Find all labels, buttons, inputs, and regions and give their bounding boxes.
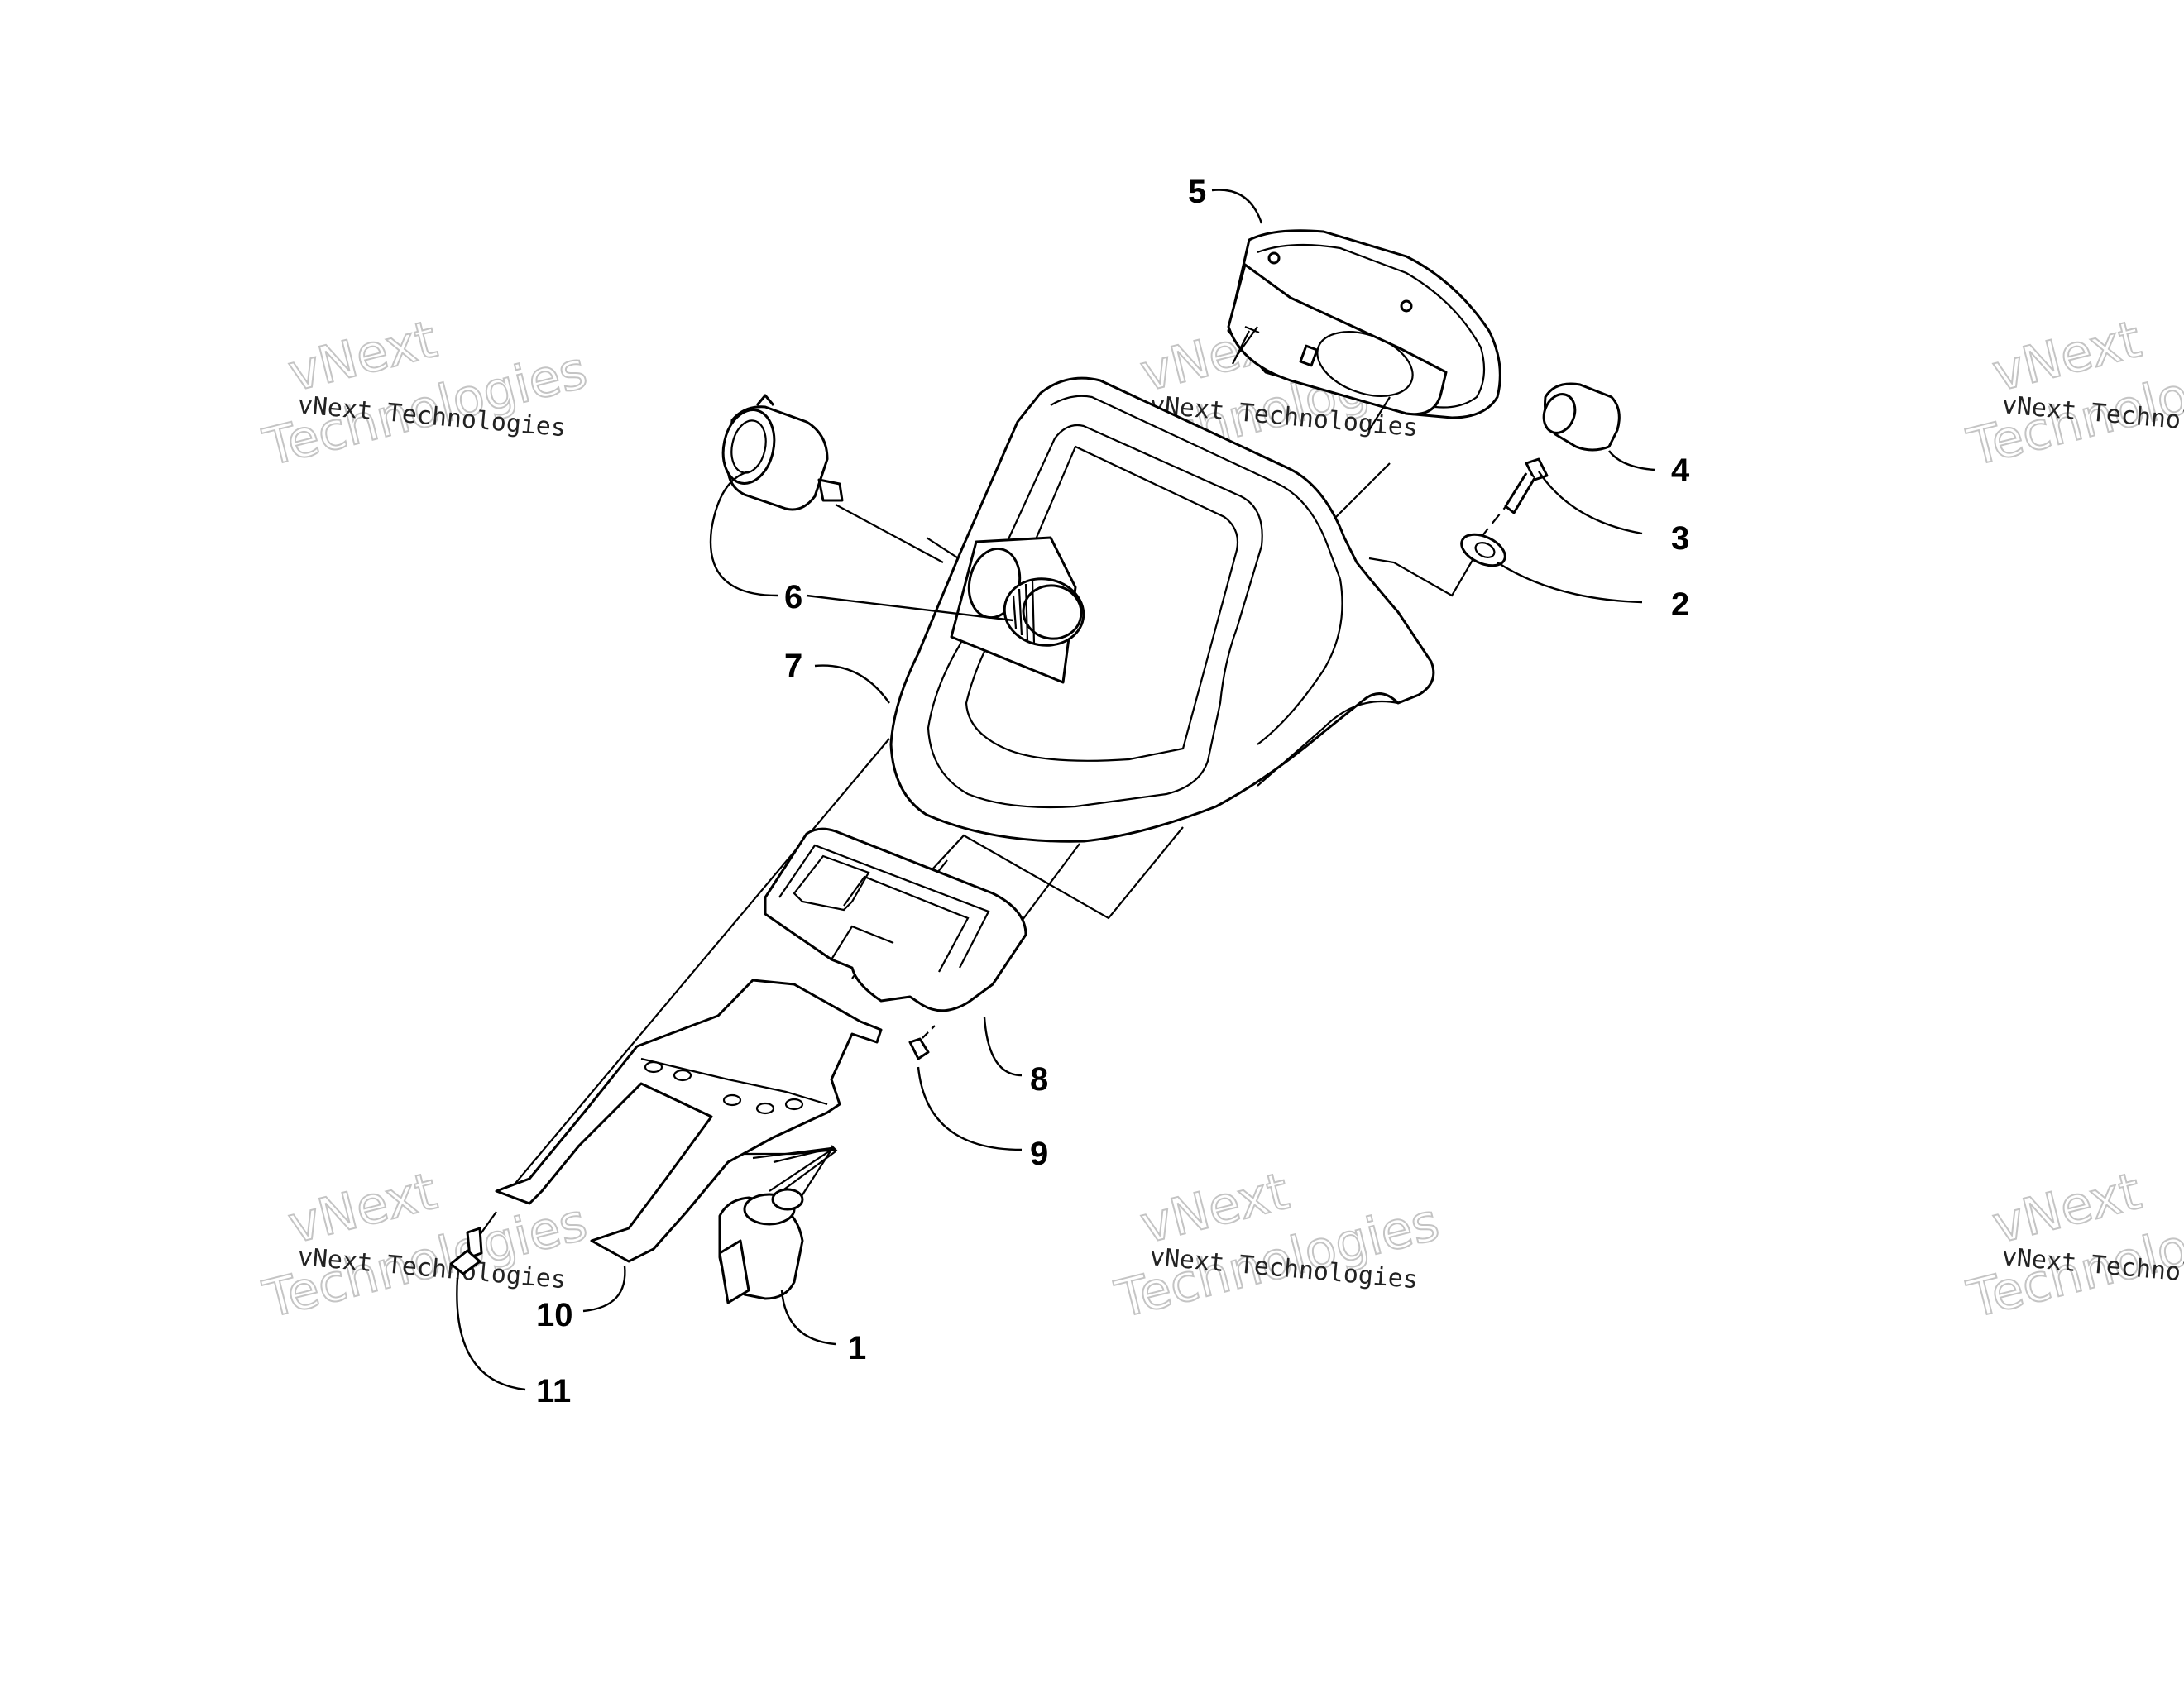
callout-leaders	[456, 189, 1655, 1391]
part-2-nut	[1460, 533, 1506, 567]
leader-11	[456, 1277, 526, 1391]
leader-9	[917, 1066, 1023, 1151]
assembly-line	[922, 1025, 936, 1039]
assembly-line	[1368, 545, 1482, 597]
assembly-line	[508, 738, 890, 1192]
leader-8	[983, 1017, 1023, 1077]
callout-10: 10	[536, 1297, 573, 1333]
leader-6a	[806, 594, 1014, 622]
leader-6b	[709, 470, 778, 597]
part-8-bezel	[764, 827, 1027, 1012]
callout-2: 2	[1671, 586, 1689, 623]
assembly-line	[1331, 462, 1391, 522]
callout-3: 3	[1671, 520, 1689, 557]
watermark-1: vNext Technologies vNext Technologies	[256, 308, 593, 479]
callout-5: 5	[1188, 174, 1206, 210]
leader-3	[1538, 471, 1643, 535]
part-4-ignition-switch	[1542, 382, 1621, 452]
part-5-gauge	[1227, 229, 1502, 431]
leader-2	[1497, 561, 1643, 604]
leader-1	[780, 1290, 836, 1346]
part-11-screw	[449, 1227, 483, 1275]
callout-7: 7	[784, 648, 802, 684]
assembly-line	[835, 504, 944, 563]
callout-9: 9	[1030, 1136, 1048, 1172]
part-1-switch	[718, 1188, 804, 1304]
assembly-line	[781, 1151, 836, 1192]
watermark-3: vNext Technologies vNext Technologies	[1961, 308, 2184, 479]
watermark-5: vNext Technologies vNext Technologies	[1109, 1160, 1445, 1331]
part-10-bracket	[495, 979, 883, 1263]
leader-10	[582, 1265, 626, 1313]
callout-labels: 5 4 3 2 6 7 8 9 10 1 11	[536, 174, 1690, 1409]
leader-7	[814, 664, 890, 704]
assembly-line	[773, 1146, 832, 1164]
callout-11: 11	[536, 1373, 571, 1409]
callout-6: 6	[784, 579, 802, 615]
part-9-clip	[908, 1037, 930, 1060]
part-7-dash-housing	[889, 376, 1435, 843]
part-6-accessory-outlet	[721, 394, 844, 511]
callout-8: 8	[1030, 1061, 1048, 1098]
callout-1: 1	[848, 1330, 866, 1366]
leader-5	[1211, 189, 1263, 224]
leader-4	[1608, 450, 1655, 471]
callout-4: 4	[1671, 452, 1690, 489]
watermark-6: vNext Technologies vNext Technologies	[1961, 1160, 2184, 1331]
part-3-key	[1504, 457, 1549, 514]
